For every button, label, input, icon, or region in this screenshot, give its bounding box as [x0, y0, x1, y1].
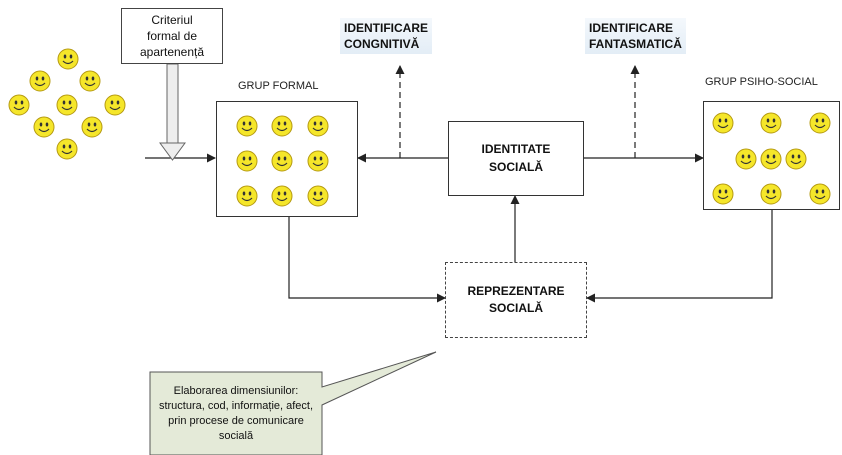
callout-line-3: prin procese de comunicare — [168, 415, 304, 427]
smiley-face-icon — [56, 94, 78, 116]
smiley-face-icon — [8, 94, 30, 116]
smiley-face-icon — [236, 185, 258, 207]
callout-line-4: socială — [218, 429, 254, 442]
callout-line-1: Elaborarea dimensiunilor: — [173, 385, 299, 398]
representation-line-2: SOCIALĂ — [489, 301, 543, 315]
social-identity-box: IDENTITATE SOCIALĂ — [448, 121, 584, 196]
cognitive-line-1: IDENTIFICARE — [344, 21, 428, 35]
criterion-line-2: formal de — [146, 28, 198, 43]
criterion-block-arrow — [159, 63, 186, 161]
smiley-face-icon — [809, 183, 831, 205]
smiley-face-icon — [760, 112, 782, 134]
smiley-face-icon — [81, 116, 103, 138]
callout-bubble — [149, 351, 437, 455]
cognitive-identification: IDENTIFICARE CONGNITIVĂ — [340, 18, 432, 55]
smiley-face-icon — [760, 148, 782, 170]
smiley-face-icon — [735, 148, 757, 170]
formal-group-label: GRUP FORMAL — [238, 80, 319, 92]
criterion-line-3: apartenență — [139, 45, 205, 60]
fantasmatic-identification: IDENTIFICARE FANTASMATICĂ — [585, 18, 686, 55]
criterion-line-1: Criteriul — [151, 12, 193, 27]
smiley-face-icon — [271, 185, 293, 207]
smiley-face-icon — [271, 115, 293, 137]
callout-text: Elaborarea dimensiunilor: structura, cod… — [150, 374, 322, 454]
smiley-face-icon — [712, 183, 734, 205]
smiley-face-icon — [57, 48, 79, 70]
smiley-face-icon — [271, 150, 293, 172]
smiley-face-icon — [809, 112, 831, 134]
smiley-face-icon — [29, 70, 51, 92]
smiley-face-icon — [56, 138, 78, 160]
psychosocial-group-label: GRUP PSIHO-SOCIAL — [705, 76, 818, 88]
smiley-face-icon — [236, 115, 258, 137]
callout-line-2: structura, cod, informație, afect, — [158, 400, 314, 413]
smiley-face-icon — [760, 183, 782, 205]
social-representation-box: REPREZENTARE SOCIALĂ — [445, 262, 587, 338]
smiley-face-icon — [307, 115, 329, 137]
smiley-face-icon — [307, 150, 329, 172]
arrow-psychosocial-to-representation — [586, 210, 773, 303]
identity-line-2: SOCIALĂ — [488, 159, 543, 174]
identity-line-1: IDENTITATE — [481, 142, 551, 157]
arrow-formal-to-representation — [288, 217, 446, 303]
smiley-face-icon — [104, 94, 126, 116]
smiley-face-icon — [785, 148, 807, 170]
fantasmatic-line-1: IDENTIFICARE — [589, 21, 673, 35]
smiley-face-icon — [712, 112, 734, 134]
smiley-face-icon — [307, 185, 329, 207]
smiley-face-icon — [236, 150, 258, 172]
smiley-face-icon — [79, 70, 101, 92]
smiley-face-icon — [33, 116, 55, 138]
criterion-note: Criteriul formal de apartenență — [121, 8, 223, 64]
fantasmatic-line-2: FANTASMATICĂ — [589, 37, 682, 52]
representation-line-1: REPREZENTARE — [467, 283, 565, 298]
cognitive-line-2: CONGNITIVĂ — [344, 37, 420, 52]
